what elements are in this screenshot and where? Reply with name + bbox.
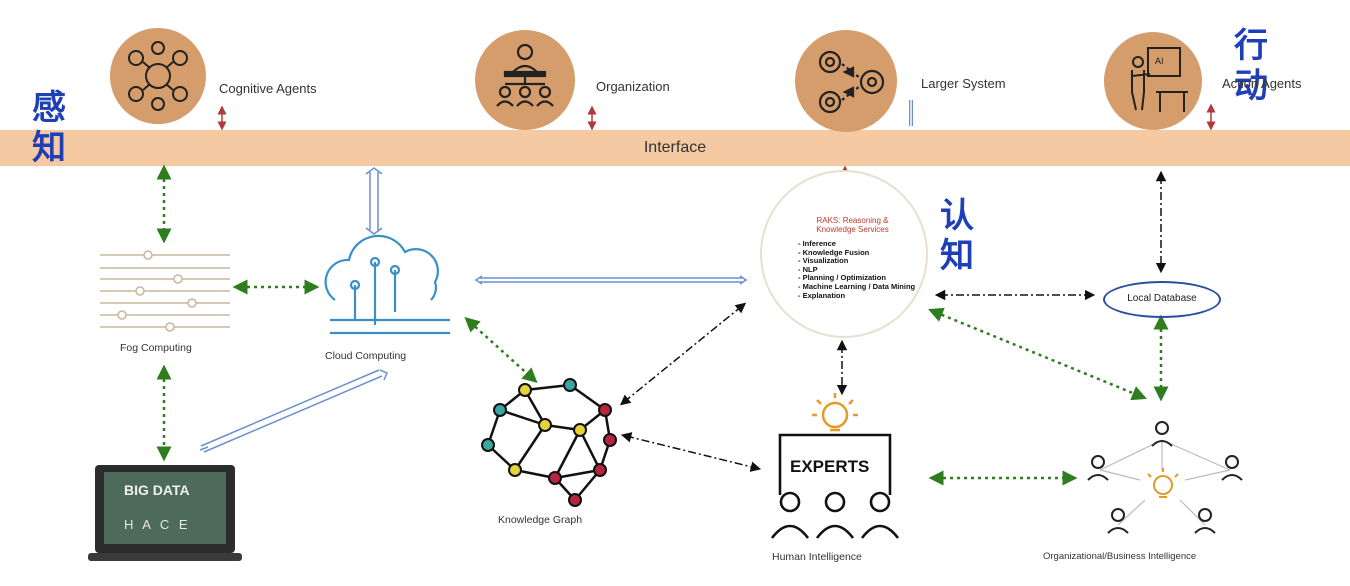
cognitive-agents-label: Cognitive Agents <box>219 81 317 96</box>
knowledge-graph-nodes <box>481 378 617 507</box>
larger-system-label: Larger System <box>921 76 1006 91</box>
cognition-label: 认知 <box>940 196 974 276</box>
local-database-label: Local Database <box>1127 293 1197 304</box>
raks-item: NLP <box>798 265 915 275</box>
org-network-glyphs <box>1099 439 1231 526</box>
interface-band: Interface <box>0 130 1350 166</box>
experts-glyphs <box>770 433 900 539</box>
raks-circle: RAKS: Reasoning & Knowledge Services Inf… <box>760 170 928 338</box>
experts-title: EXPERTS <box>790 457 870 476</box>
action-agents-label: Action Agents <box>1222 76 1302 91</box>
fog-sliders-glyphs <box>100 250 230 332</box>
raks-item: Inference <box>798 239 915 249</box>
svg-text:AI: AI <box>1155 56 1164 66</box>
cloud-computing-label: Cloud Computing <box>325 350 407 362</box>
org-business-intelligence-label: Organizational/Business Intelligence <box>1043 551 1197 562</box>
hace-text: H A C E <box>124 517 191 532</box>
gears-glyphs <box>818 50 885 114</box>
larger-system-icon <box>795 30 897 132</box>
big-data-title: BIG DATA <box>124 482 190 498</box>
interface-label: Interface <box>643 139 707 156</box>
raks-item: Explanation <box>798 291 915 301</box>
raks-item: Knowledge Fusion <box>798 248 915 258</box>
raks-title: RAKS: Reasoning & Knowledge Services <box>816 216 889 234</box>
fog-computing-label: Fog Computing <box>120 342 192 354</box>
raks-item: Machine Learning / Data Mining <box>798 282 916 292</box>
cognitive-agents-icon <box>110 28 206 124</box>
knowledge-graph-label: Knowledge Graph <box>498 514 583 526</box>
lightbulb-icon <box>812 393 858 432</box>
ai-worker-glyphs: AI <box>1131 47 1188 112</box>
cognitive-glyphs <box>128 41 188 111</box>
raks-item: Visualization <box>798 257 915 266</box>
raks-item: Planning / Optimization <box>798 274 915 283</box>
perception-label: 感知 <box>32 88 66 168</box>
cloud-glyphs <box>324 234 450 335</box>
raks-list: Inference Knowledge Fusion Visualization… <box>798 239 916 301</box>
organization-glyphs <box>496 43 554 107</box>
knowledge-graph-glyphs <box>486 383 612 501</box>
action-label: 行动 <box>1234 26 1268 106</box>
organization-label: Organization <box>596 79 670 94</box>
local-database: Local Database <box>1103 281 1221 318</box>
laptop-icon <box>88 465 242 561</box>
human-intelligence-label: Human Intelligence <box>772 551 862 563</box>
